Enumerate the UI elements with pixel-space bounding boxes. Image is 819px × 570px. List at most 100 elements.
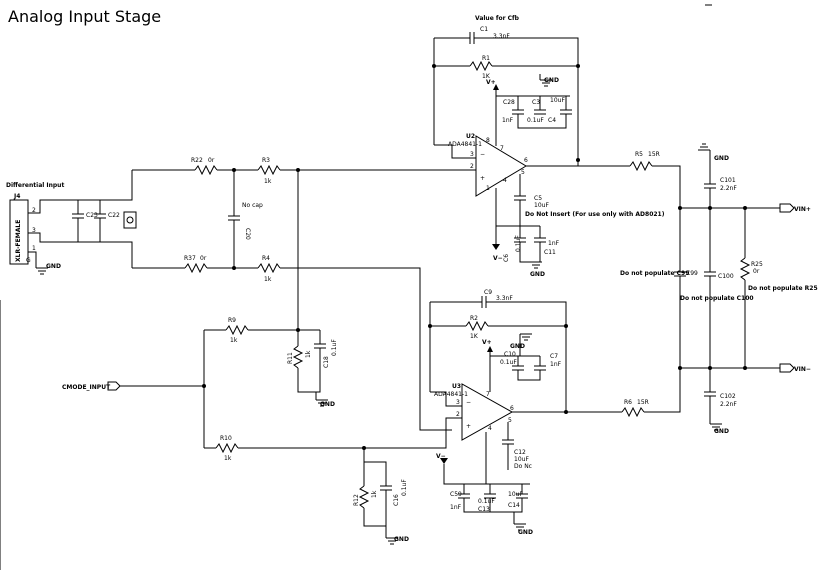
c1-label: C1	[480, 26, 488, 33]
c6-label: C6	[503, 254, 510, 262]
c10-value: 0.1uF	[500, 359, 517, 366]
c23-label: C23	[86, 212, 98, 219]
r12-value: 1k	[371, 490, 378, 498]
c3-value: 0.1uF	[527, 117, 544, 124]
c13-value: 0.1uF	[478, 498, 495, 505]
u3-pin4: 4	[488, 425, 492, 432]
page-title: Analog Input Stage	[8, 7, 161, 26]
output-positive: R5 15R VIN+ GND C101 2.2nF	[578, 143, 811, 213]
gnd-label: GND	[46, 263, 61, 270]
r9-label: R9	[228, 317, 236, 324]
output-shunt-components: C99 Do not populate C99 C100 Do not popu…	[620, 208, 818, 368]
u3-pin2: 2	[456, 411, 460, 418]
r5-resistor	[629, 160, 653, 172]
r6-value: 15R	[637, 399, 649, 406]
u2-pin5: 5	[521, 169, 525, 176]
positive-input-path: R22 0r R3 1k No cap C20	[132, 157, 452, 268]
c28-label: C28	[503, 99, 515, 106]
c22-label: C22	[108, 212, 120, 219]
r1-value: 1K	[482, 73, 491, 80]
vminus-label-u3: V−	[436, 453, 446, 460]
r25-value: 0r	[753, 268, 760, 275]
r2-value: 1K	[470, 333, 479, 340]
c13-label: C13	[478, 506, 490, 513]
vplus-label-u3: V+	[482, 339, 492, 346]
gnd-label-c102: GND	[714, 428, 729, 435]
u2-pin2: 2	[470, 163, 474, 170]
r11-resistor	[292, 345, 304, 369]
vplus-label-u2: V+	[486, 79, 496, 86]
c3-label: C3	[532, 99, 540, 106]
r5-label: R5	[635, 151, 643, 158]
r9-resistor	[225, 324, 249, 336]
c59-value: 1nF	[450, 504, 462, 511]
r1-resistor	[469, 60, 493, 72]
vminus-label-u2: V−	[493, 255, 503, 262]
r4-label: R4	[262, 255, 270, 262]
c102-label: C102	[720, 393, 736, 400]
c14-value: 10uF	[508, 491, 523, 498]
r5-value: 15R	[648, 151, 660, 158]
c101-value: 2.2nF	[720, 185, 737, 192]
cmode-input-port	[107, 381, 121, 391]
u2-amplifier-triangle	[475, 135, 527, 197]
c1-value: 3.3nF	[493, 33, 510, 40]
u2-pin8: 8	[486, 137, 490, 144]
c14-label: C14	[508, 502, 520, 509]
gnd-label-u2: GND	[544, 77, 559, 84]
cmode-input-label: CMODE_INPUT	[62, 384, 111, 391]
c99-label: C99	[686, 270, 698, 277]
negative-input-path: R37 0r R4 1k	[132, 255, 452, 431]
j4-pinG-label: G	[26, 257, 31, 264]
xlr-connector-j4: Differential Input J4 XLR-FEMALE 2 3 1 G…	[6, 182, 64, 275]
c9-value: 3.3nF	[496, 295, 513, 302]
do-not-insert-note: Do Not Insert (For use only with AD8021)	[525, 211, 665, 218]
c16-label: C16	[393, 494, 400, 506]
r22-resistor	[194, 164, 218, 176]
r22-label: R22	[191, 157, 203, 164]
j4-label: J4	[13, 193, 20, 200]
common-mode-network: R9 1k R11 1k C18 0.1uF GND CMODE_INPUT R…	[62, 168, 447, 545]
u3-pin3: 3	[456, 399, 460, 406]
c16-value: 0.1uF	[401, 479, 408, 496]
u2-pin1: 1	[486, 185, 490, 192]
gnd-label-u3: GND	[510, 343, 525, 350]
c102-value: 2.2nF	[720, 401, 737, 408]
differential-input-label: Differential Input	[6, 182, 64, 189]
r25-label: R25	[751, 261, 763, 268]
u2-plus: +	[480, 175, 485, 182]
ground-lift-component	[123, 211, 137, 229]
c28-value: 1nF	[502, 117, 514, 124]
j4-pin2-label: 2	[32, 207, 36, 214]
opamp-u2: Value for Cfb C1 3.3nF R1 1K V+ GND C28 …	[432, 15, 665, 278]
r3-label: R3	[262, 157, 270, 164]
vin-plus-port	[779, 203, 795, 213]
u2-pin7: 7	[500, 145, 504, 152]
u2-minus: −	[480, 151, 485, 158]
u2-part: ADA4841-1	[448, 141, 482, 148]
opamp-u3: C9 3.3nF R2 1K V+ GND C10 0.1uF C7 1nF U…	[428, 289, 568, 536]
c59-label: C59	[450, 491, 462, 498]
r2-label: R2	[470, 315, 478, 322]
j4-pin1-label: 1	[32, 245, 36, 252]
c9-label: C9	[484, 289, 492, 296]
r4-resistor	[257, 262, 281, 274]
u3-pin7: 7	[486, 391, 490, 398]
c18-value: 0.1uF	[331, 339, 338, 356]
c10-label: C10	[504, 351, 516, 358]
r10-resistor	[215, 442, 239, 454]
u3-minus: −	[466, 399, 471, 406]
r6-resistor	[621, 406, 645, 418]
u2-label: U2	[466, 133, 475, 140]
r9-value: 1k	[230, 337, 238, 344]
r12-label: R12	[353, 494, 360, 506]
vin-minus-port	[779, 363, 795, 373]
u3-label: U3	[452, 383, 461, 390]
r3-value: 1k	[264, 178, 272, 185]
gnd-label-c6: GND	[530, 271, 545, 278]
c7-label: C7	[550, 353, 558, 360]
r11-label: R11	[287, 352, 294, 364]
r12-resistor	[358, 485, 370, 509]
r1-label: R1	[482, 55, 490, 62]
r11-value: 1k	[305, 350, 312, 358]
